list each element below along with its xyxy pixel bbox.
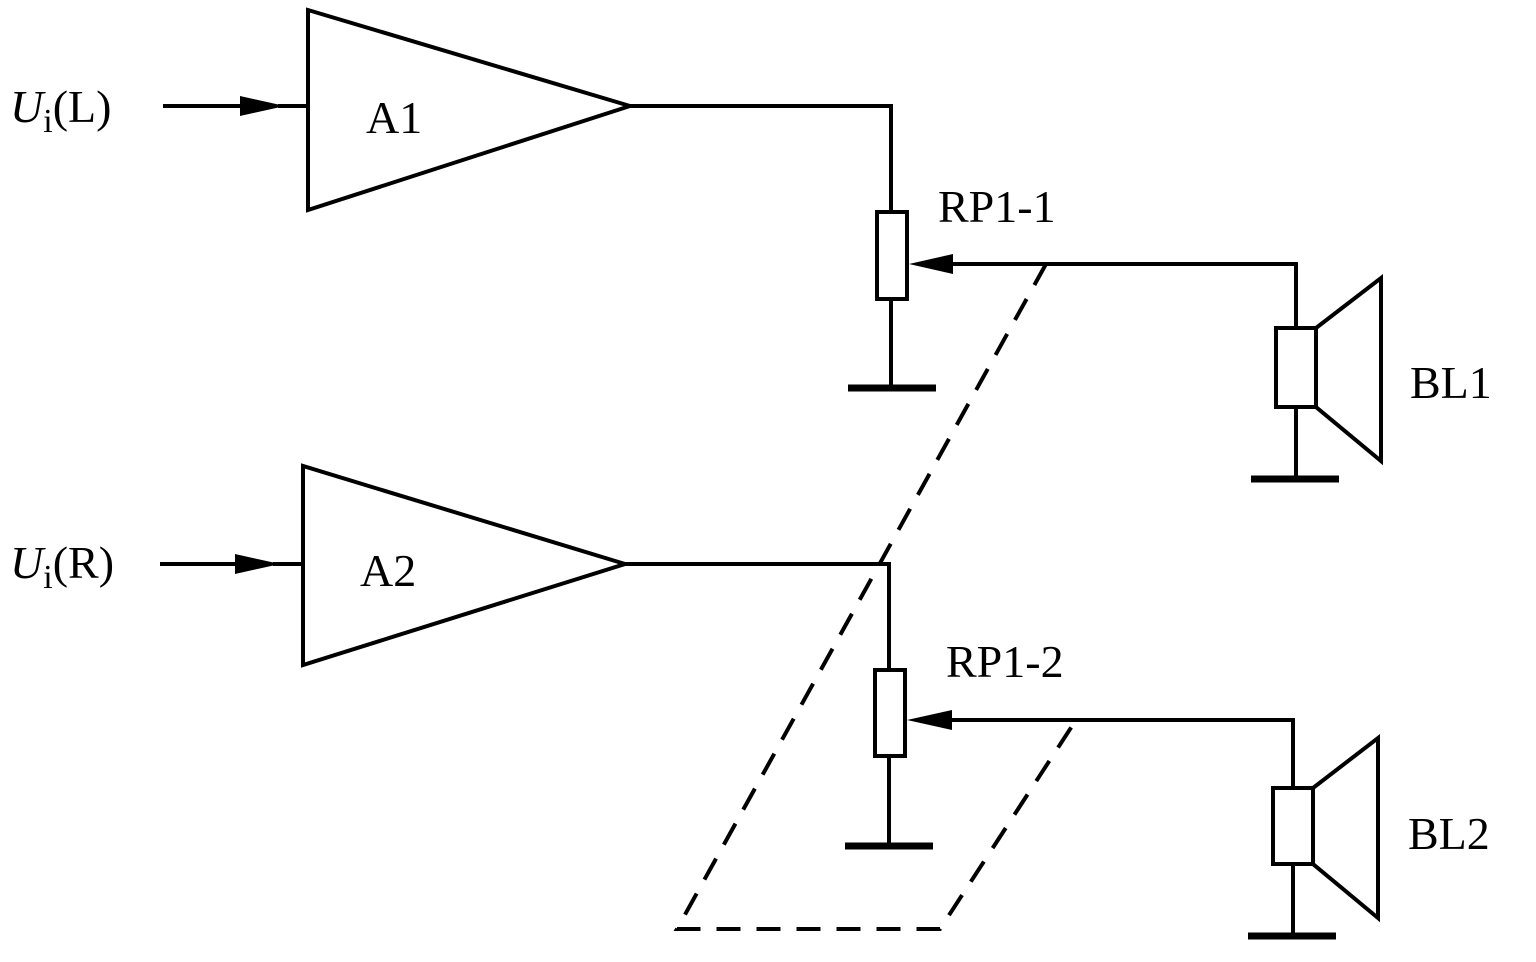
input-left-channel: (L) bbox=[53, 81, 112, 132]
input-left-arrow bbox=[163, 96, 310, 116]
potentiometer-rp1-1-body bbox=[875, 210, 909, 301]
speaker-bl2-symbol bbox=[1271, 733, 1380, 923]
a1-output-wire bbox=[628, 104, 893, 214]
gang-linkage-dashed-line bbox=[673, 263, 1078, 931]
potentiometer-rp1-2-body bbox=[873, 668, 907, 758]
rp1-2-wiper-arrow bbox=[907, 710, 1295, 730]
potentiometer-rp1-1-label: RP1-1 bbox=[938, 181, 1056, 232]
amplifier-a2-label: A2 bbox=[360, 545, 416, 596]
amplifier-a1-label: A1 bbox=[366, 92, 422, 143]
input-right-arrow bbox=[160, 554, 305, 574]
svg-text:Ui(L): Ui(L) bbox=[10, 81, 111, 140]
input-right-channel: (R) bbox=[53, 537, 114, 588]
speaker-bl2-label: BL2 bbox=[1408, 808, 1490, 859]
amplifier-a1-triangle bbox=[306, 7, 637, 213]
potentiometer-rp1-2-label: RP1-2 bbox=[946, 636, 1064, 687]
input-left-symbol: U bbox=[10, 81, 46, 132]
speaker-bl1-label: BL1 bbox=[1410, 357, 1492, 408]
input-right-symbol: U bbox=[10, 537, 46, 588]
speaker-bl1-symbol bbox=[1274, 273, 1383, 466]
input-right-label: Ui(R) bbox=[10, 537, 114, 596]
a2-output-wire bbox=[623, 562, 891, 672]
rp1-1-wiper-arrow bbox=[909, 254, 1298, 274]
input-right-subscript: i bbox=[43, 559, 52, 596]
svg-text:Ui(R): Ui(R) bbox=[10, 537, 114, 596]
amplifier-a2-triangle bbox=[301, 463, 632, 668]
input-left-subscript: i bbox=[43, 103, 52, 140]
input-left-label: Ui(L) bbox=[10, 81, 111, 140]
